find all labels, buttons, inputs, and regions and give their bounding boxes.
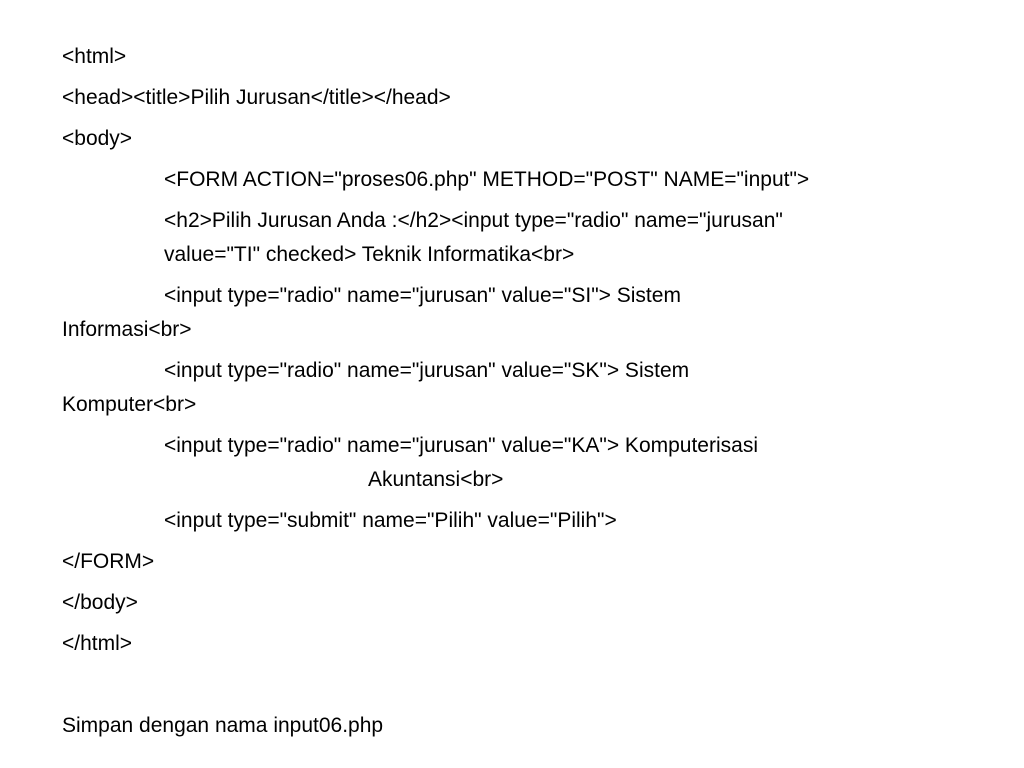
code-line-radio-si-cont: Informasi<br>	[62, 318, 192, 341]
code-line-head: <head><title>Pilih Jurusan</title></head…	[62, 86, 451, 109]
code-line-form-close: </FORM>	[62, 550, 155, 573]
code-line-form-open: <FORM ACTION="proses06.php" METHOD="POST…	[164, 168, 810, 191]
code-line-radio-sk-cont: Komputer<br>	[62, 393, 197, 416]
code-line-body-close: </body>	[62, 591, 138, 614]
code-line-html-open: <html>	[62, 45, 127, 68]
code-line-radio-ka: <input type="radio" name="jurusan" value…	[164, 434, 758, 457]
code-line-body-open: <body>	[62, 127, 133, 150]
code-line-radio-sk: <input type="radio" name="jurusan" value…	[164, 359, 690, 382]
code-line-html-close: </html>	[62, 632, 133, 655]
code-line-h2-radio-ti: <h2>Pilih Jurusan Anda :</h2><input type…	[164, 209, 783, 232]
code-line-submit: <input type="submit" name="Pilih" value=…	[164, 509, 617, 532]
save-note: Simpan dengan nama input06.php	[62, 714, 384, 737]
code-line-radio-ti-cont: value="TI" checked> Teknik Informatika<b…	[164, 243, 575, 266]
code-line-radio-ka-cont: Akuntansi<br>	[368, 468, 504, 491]
code-line-radio-si: <input type="radio" name="jurusan" value…	[164, 284, 681, 307]
